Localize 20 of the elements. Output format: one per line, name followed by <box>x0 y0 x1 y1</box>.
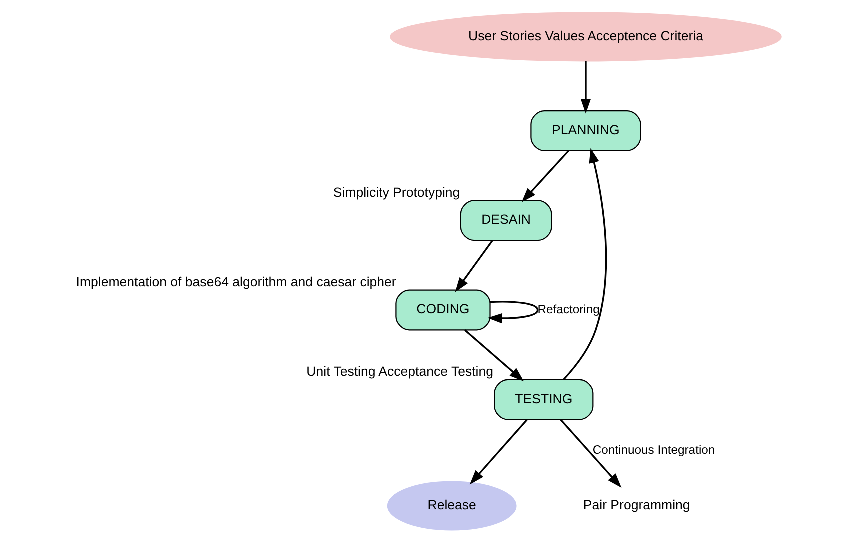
arrow <box>580 61 591 114</box>
arrow <box>464 330 524 382</box>
arrow <box>560 419 622 488</box>
node-ellipse: User Stories Values Acceptence Criteria <box>390 12 782 62</box>
arrow <box>487 301 538 324</box>
node-label: Simplicity Prototyping <box>332 184 460 200</box>
node-box: TESTING <box>494 379 594 420</box>
edge-label: Continuous Integration <box>592 442 715 457</box>
node-box: CODING <box>395 290 490 331</box>
arrow <box>562 148 607 380</box>
arrow <box>454 240 493 292</box>
node-label: Unit Testing Acceptance Testing <box>306 364 493 380</box>
node-ellipse: Release <box>386 481 516 531</box>
edge-label: Refactoring <box>537 302 600 316</box>
arrow <box>469 419 528 485</box>
arrow <box>521 150 569 203</box>
node-text: Pair Programming <box>582 497 690 512</box>
node-label: Implementation of base64 algorithm and caesar cipher <box>76 274 396 290</box>
node-box: PLANNING <box>530 110 641 152</box>
node-box: DESAIN <box>460 200 552 242</box>
